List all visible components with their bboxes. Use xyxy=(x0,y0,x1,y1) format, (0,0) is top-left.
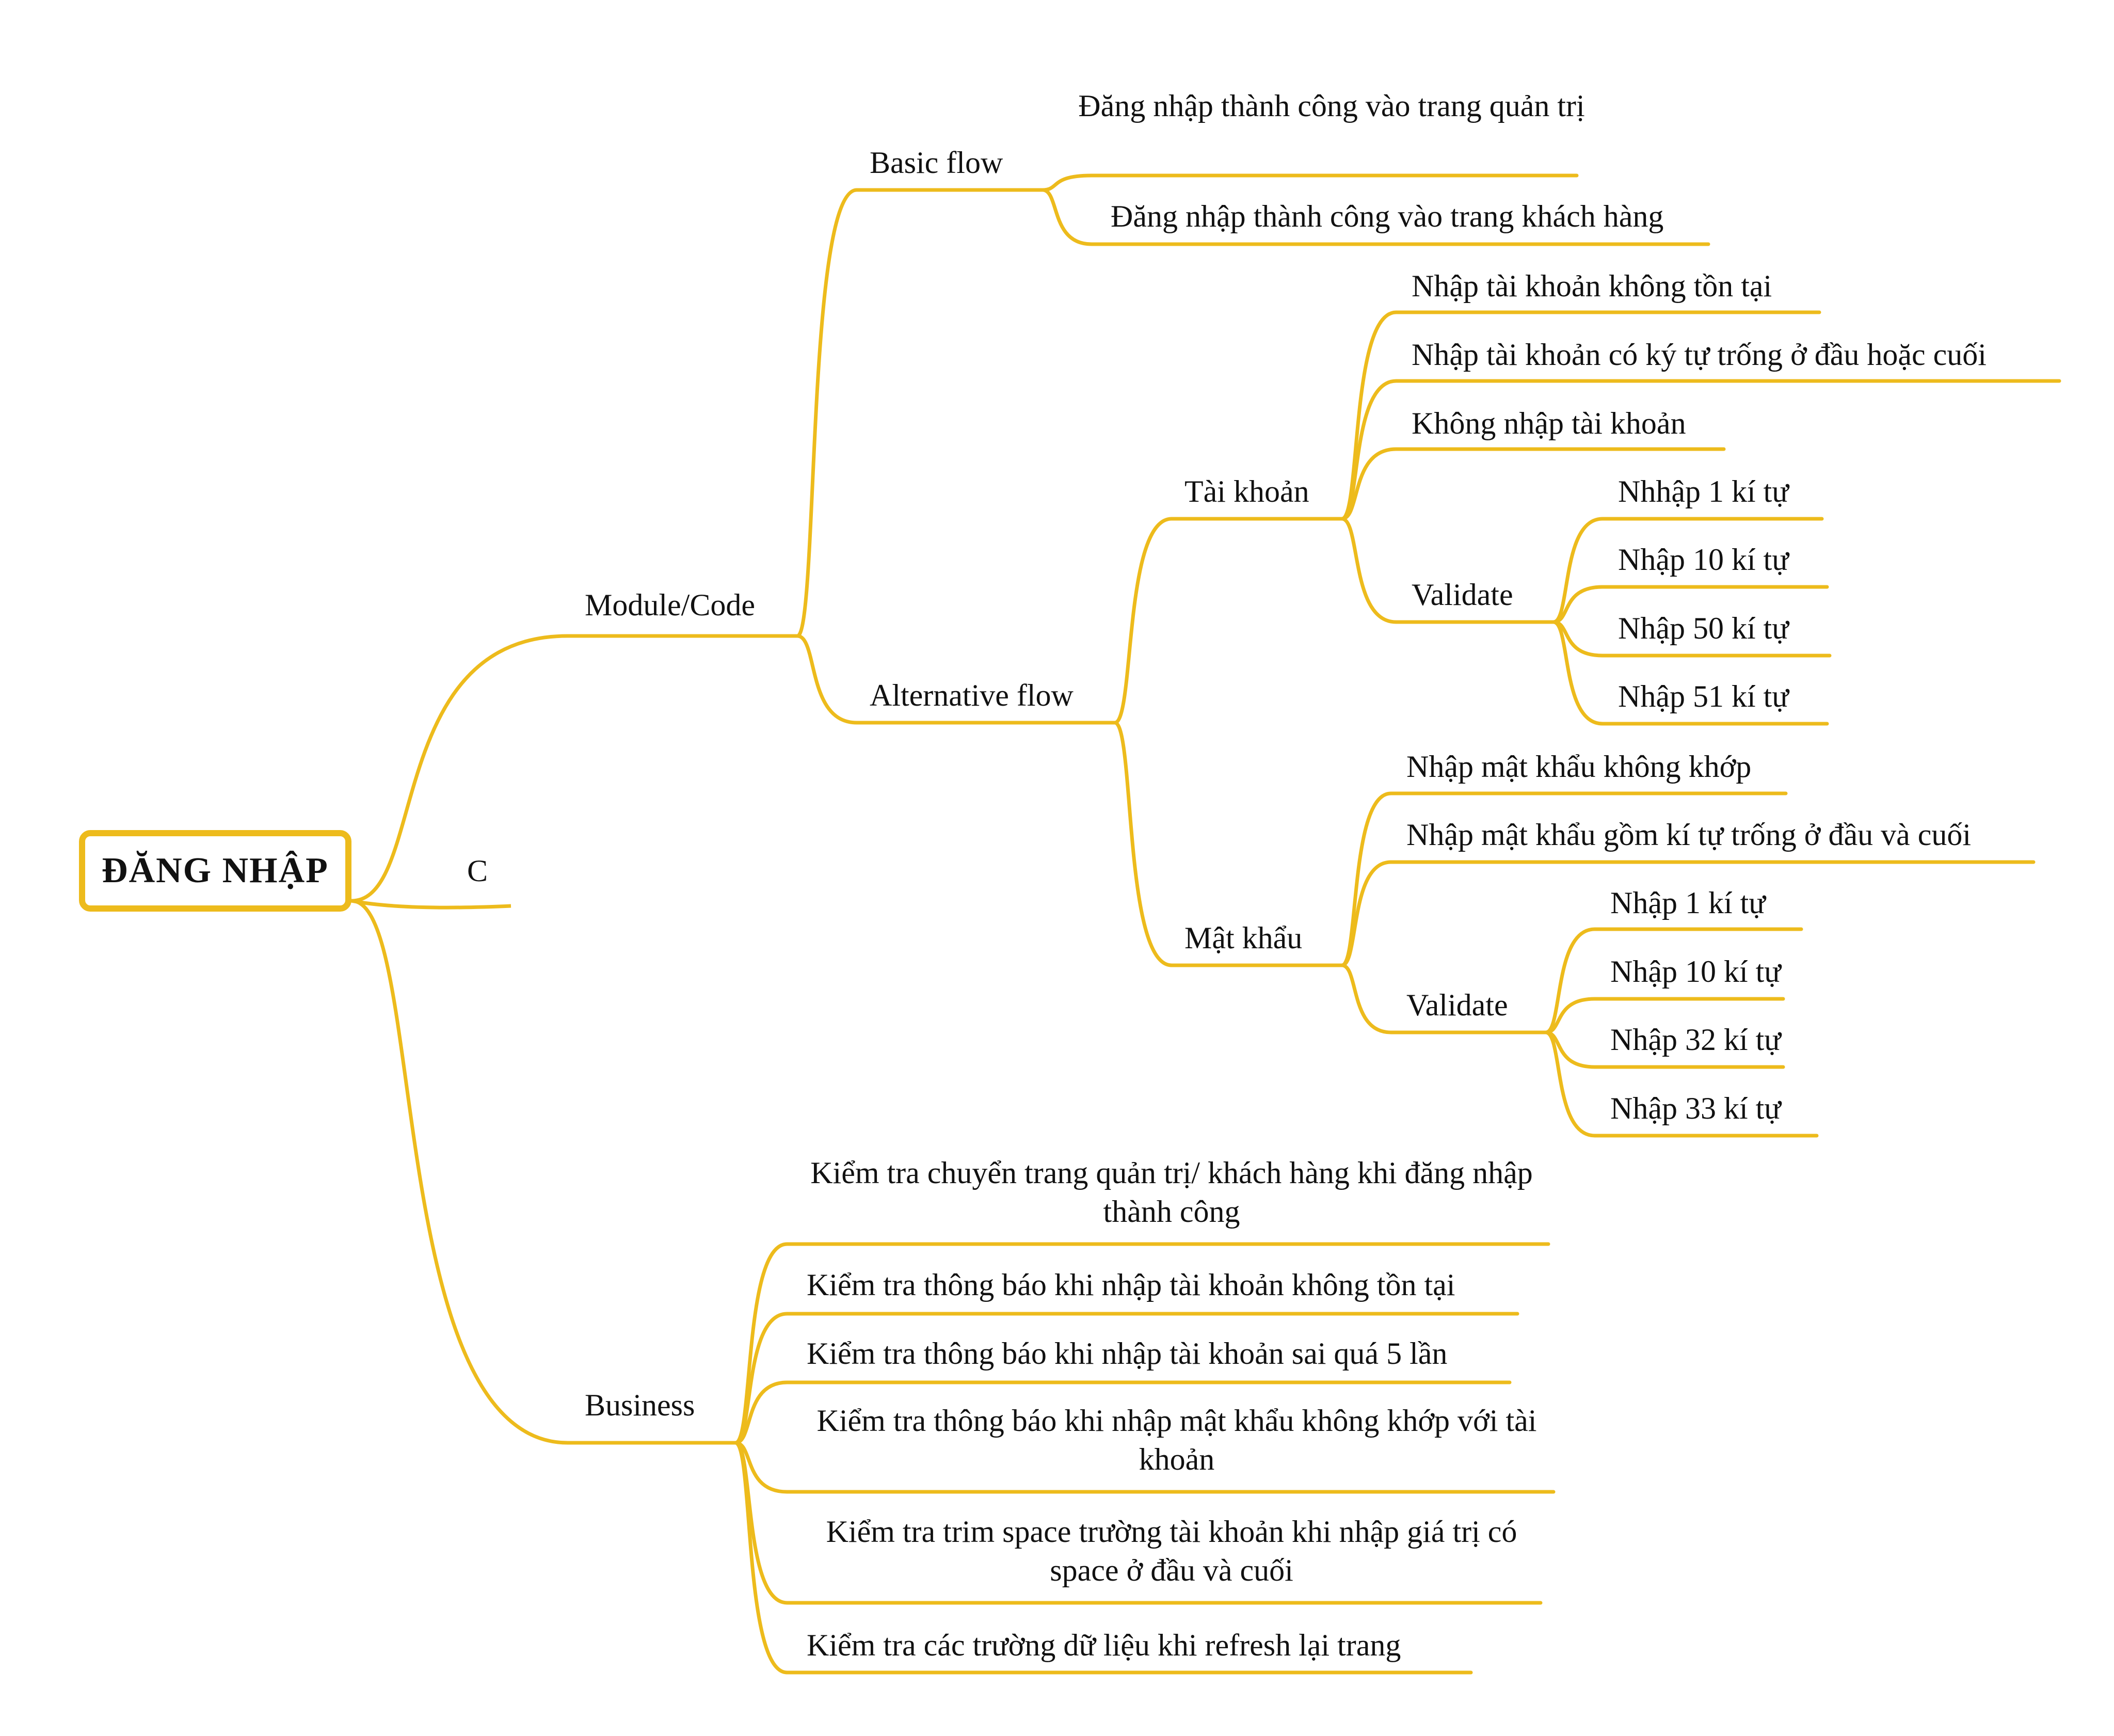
module-code-node[interactable]: Module/Code xyxy=(585,588,755,622)
password-item: Nhập mật khẩu không khớp xyxy=(1406,750,1752,784)
account-validate-node[interactable]: Validate xyxy=(1412,578,1513,612)
alternative-flow-node[interactable]: Alternative flow xyxy=(870,678,1074,712)
link-module-alternative xyxy=(795,634,1117,725)
link-acc-validate-0 xyxy=(1551,517,1824,624)
link-account-item-2 xyxy=(1340,447,1726,521)
link-root-business xyxy=(349,899,738,1445)
link-acc-validate-3 xyxy=(1551,620,1829,726)
password-validate-item: Nhập 1 kí tự xyxy=(1610,886,1766,920)
link-pwd-validate-0 xyxy=(1544,927,1803,1034)
link-password-validate xyxy=(1340,963,1548,1034)
link-password-item-1 xyxy=(1340,860,2036,967)
link-business-item-2 xyxy=(733,1380,1512,1445)
account-validate-item: Nhập 51 kí tự xyxy=(1618,679,1789,713)
password-validate-item: Nhập 10 kí tự xyxy=(1610,954,1781,989)
connector-label: C xyxy=(467,854,488,888)
link-basic-item-0 xyxy=(1040,173,1579,192)
password-item: Nhập mật khẩu gồm kí tự trống ở đầu và c… xyxy=(1406,818,1972,852)
basic-flow-item: Đăng nhập thành công vào trang khách hàn… xyxy=(1111,199,1664,233)
account-item: Không nhập tài khoản xyxy=(1412,406,1686,440)
business-item: Kiểm tra thông báo khi nhập tài khoản kh… xyxy=(807,1268,1455,1302)
link-business-item-1 xyxy=(733,1312,1519,1445)
password-validate-node[interactable]: Validate xyxy=(1406,988,1508,1022)
password-validate-item: Nhập 33 kí tự xyxy=(1610,1091,1781,1125)
link-account-item-1 xyxy=(1340,379,2061,521)
link-root-module xyxy=(349,634,799,903)
link-pwd-validate-3 xyxy=(1544,1030,1819,1138)
link-alt-account xyxy=(1113,517,1344,725)
root-node[interactable]: ĐĂNG NHẬP xyxy=(79,830,351,912)
business-item: Kiểm tra thông báo khi nhập tài khoản sa… xyxy=(807,1336,1448,1371)
account-validate-item: Nhập 50 kí tự xyxy=(1618,611,1789,645)
business-item: Kiểm tra trim space trường tài khoản khi… xyxy=(826,1515,1517,1587)
link-business-item-3 xyxy=(733,1441,1556,1494)
link-pwd-validate-1 xyxy=(1544,997,1785,1034)
account-validate-item: Nhập 10 kí tự xyxy=(1618,543,1789,577)
password-node[interactable]: Mật khẩu xyxy=(1184,921,1303,955)
account-node[interactable]: Tài khoản xyxy=(1184,474,1309,508)
link-account-validate xyxy=(1340,517,1556,624)
link-business-item-5 xyxy=(733,1441,1473,1675)
account-item: Nhập tài khoản có ký tự trống ở đầu hoặc… xyxy=(1412,338,1987,372)
basic-flow-node[interactable]: Basic flow xyxy=(870,146,1003,180)
link-alt-password xyxy=(1113,721,1344,967)
link-basic-item-1 xyxy=(1040,188,1710,246)
password-validate-item: Nhập 32 kí tự xyxy=(1610,1023,1781,1057)
account-item: Nhập tài khoản không tồn tại xyxy=(1412,269,1772,303)
link-module-basic xyxy=(795,188,1045,638)
account-validate-item: Nhhập 1 kí tự xyxy=(1618,474,1789,508)
root-node-label: ĐĂNG NHẬP xyxy=(102,851,329,890)
business-item: Kiểm tra thông báo khi nhập mật khẩu khô… xyxy=(816,1404,1537,1476)
business-item: Kiểm tra chuyển trang quản trị/ khách hà… xyxy=(810,1156,1533,1229)
business-node[interactable]: Business xyxy=(585,1388,695,1422)
link-root-stub xyxy=(351,899,511,910)
business-item: Kiểm tra các trường dữ liệu khi refresh … xyxy=(807,1628,1401,1662)
link-acc-validate-1 xyxy=(1551,585,1829,624)
basic-flow-item: Đăng nhập thành công vào trang quản trị xyxy=(1078,89,1585,123)
